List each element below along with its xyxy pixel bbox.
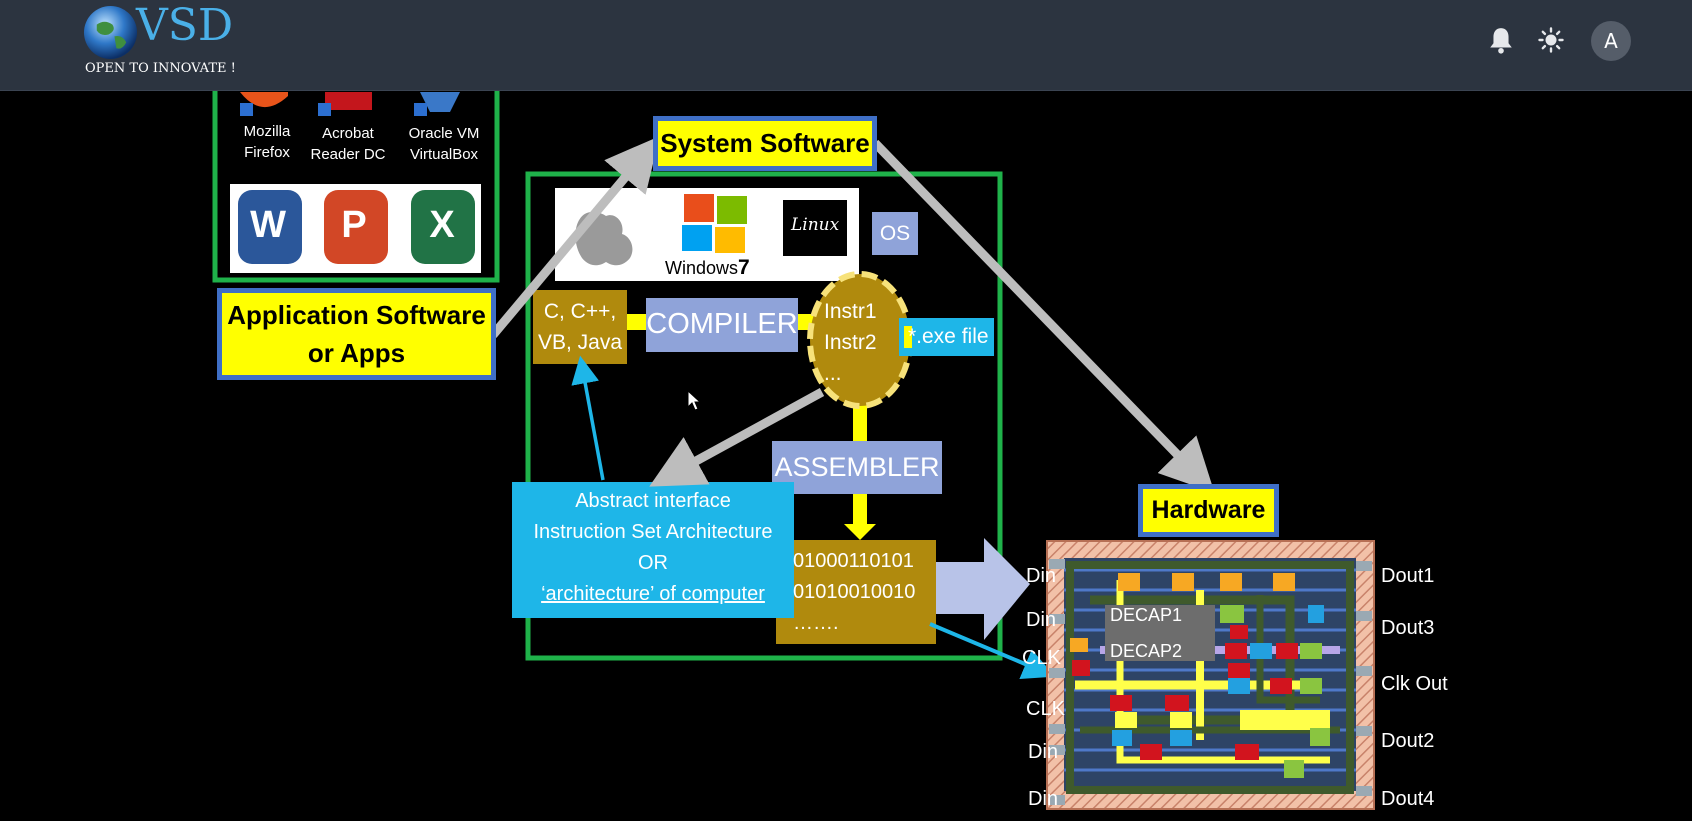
windows-label: Windows7	[665, 256, 750, 279]
to-hardware-arrow	[936, 538, 1030, 640]
shortcut-arrow-icon	[318, 103, 331, 116]
exe-marker	[904, 326, 912, 348]
virtualbox-label: Oracle VM VirtualBox	[408, 125, 480, 163]
pin-dout3: Dout3	[1381, 617, 1435, 639]
pin-clk: CLK	[1022, 647, 1061, 669]
chip-core	[1064, 558, 1356, 791]
system-software-box: System Software	[653, 116, 877, 171]
pin-dout1: Dout1	[1381, 565, 1435, 587]
powerpoint-letter: P	[341, 204, 367, 246]
sun-icon[interactable]	[1538, 27, 1564, 53]
os-label: OS	[879, 222, 911, 245]
binary-label: 01000110101 01010010010 …….	[793, 550, 916, 634]
mouse-cursor-icon	[687, 389, 702, 411]
word-icon	[238, 190, 302, 264]
pin-dout2: Dout2	[1381, 730, 1435, 752]
assembler-box	[772, 441, 942, 494]
flow-arrow	[625, 314, 649, 330]
hardware-box: Hardware	[1138, 484, 1279, 537]
app-to-system-arrow	[489, 136, 660, 338]
bell-icon[interactable]	[1488, 26, 1514, 54]
windows-flag-icon	[684, 194, 714, 222]
shortcut-arrow-icon	[240, 103, 253, 116]
languages-label: C, C++, VB, Java	[537, 300, 623, 354]
flow-arrow-head	[844, 524, 876, 540]
pin-clk-out: Clk Out	[1381, 673, 1448, 695]
instr-label: Instr1 Instr2 ...	[824, 300, 877, 385]
compiler-label: COMPILER	[646, 308, 798, 340]
logo-text[interactable]: VSD	[136, 0, 234, 51]
acrobat-icon	[325, 92, 372, 110]
pin-din: Din	[1028, 741, 1059, 763]
windows-flag-icon	[717, 196, 747, 224]
user-avatar[interactable]: A	[1591, 21, 1631, 61]
exe-file-label: *.exe file	[908, 325, 989, 348]
os-badge	[872, 212, 918, 255]
word-letter: W	[250, 204, 286, 246]
decap2-label: DECAP2	[1110, 641, 1183, 661]
chip-pins	[1049, 559, 1372, 805]
exe-file-box	[899, 318, 994, 356]
flow-arrow	[853, 494, 867, 526]
system-to-hardware-arrow	[871, 139, 1215, 493]
instr-to-isa-arrow	[649, 388, 825, 487]
excel-icon	[411, 190, 475, 264]
system-frame	[525, 171, 1003, 661]
pin-dout4: Dout4	[1381, 788, 1435, 810]
binary-to-chip-arrow	[929, 622, 1056, 679]
isa-to-languages-arrow	[571, 355, 605, 481]
logo-tagline: OPEN TO INNOVATE !	[85, 61, 236, 76]
decap1-label: DECAP1	[1110, 605, 1183, 625]
globe-logo-icon[interactable]	[83, 5, 138, 60]
binary-box	[776, 540, 936, 644]
pin-din: Din	[1026, 565, 1057, 587]
windows-flag-icon	[715, 227, 745, 253]
pin-din: Din	[1026, 609, 1057, 631]
languages-box	[533, 290, 627, 364]
virtualbox-icon	[420, 92, 460, 112]
isa-box	[512, 482, 794, 618]
pin-din: Din	[1028, 788, 1059, 810]
powerpoint-icon	[324, 190, 388, 264]
decap-cells	[1105, 605, 1215, 661]
linux-label: Linux	[791, 215, 840, 235]
windows-flag-icon	[682, 225, 712, 251]
shortcut-arrow-icon	[414, 103, 427, 116]
application-software-box: Application Software or Apps	[217, 288, 496, 380]
isa-label: Abstract interface Instruction Set Archi…	[533, 490, 773, 605]
acrobat-label: Acrobat Reader DC	[310, 125, 386, 163]
compiler-box	[646, 298, 798, 352]
excel-letter: X	[429, 204, 455, 246]
top-bar: VSD OPEN TO INNOVATE ! A	[0, 0, 1692, 91]
firefox-label: Mozilla Firefox	[243, 123, 291, 161]
firefox-icon	[240, 92, 288, 108]
pin-clk: CLK	[1026, 698, 1065, 720]
linux-logo-icon	[783, 200, 847, 256]
assembler-label: ASSEMBLER	[774, 452, 940, 482]
chip-cells	[1070, 573, 1330, 778]
